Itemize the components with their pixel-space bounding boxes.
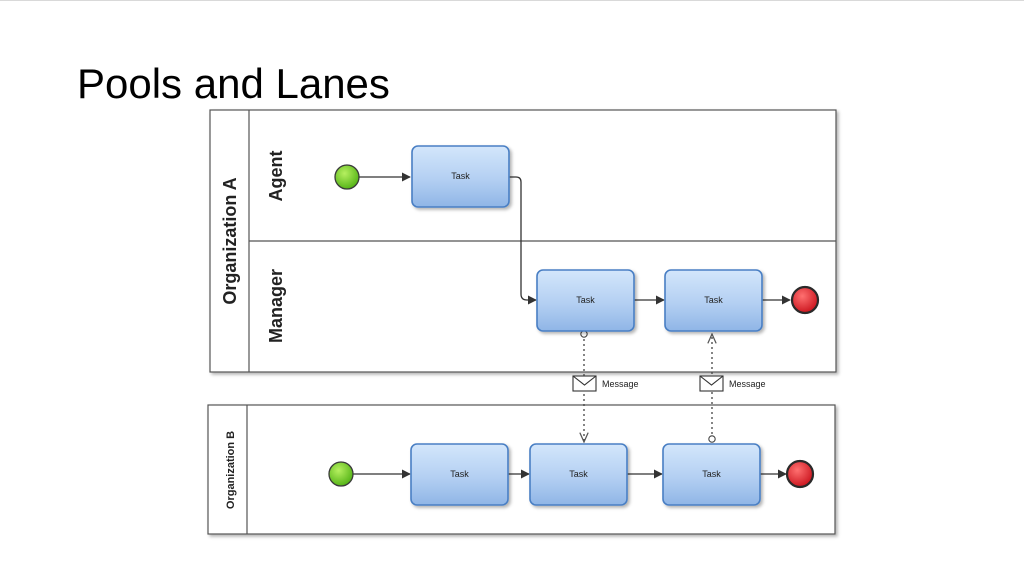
lane-manager-label: Manager — [266, 269, 286, 343]
slide-top-border — [0, 0, 1024, 1]
pool-b-label: Organization B — [225, 431, 237, 509]
message-1: Message — [572, 375, 639, 392]
task-agent-label: Task — [451, 171, 470, 181]
message-2: Message — [699, 375, 766, 392]
pool-a-label: Organization A — [220, 177, 240, 304]
end-event-a — [790, 285, 820, 315]
task-agent[interactable]: Task — [411, 145, 510, 208]
message-flows: Message Message — [572, 334, 766, 442]
task-b-1-label: Task — [450, 469, 469, 479]
task-b-3-label: Task — [702, 469, 721, 479]
task-b-2-label: Task — [569, 469, 588, 479]
message-1-label: Message — [602, 379, 639, 389]
pool-organization-a: Organization A Agent Manager — [209, 109, 837, 373]
slide-title: Pools and Lanes — [77, 60, 390, 107]
events — [328, 164, 820, 489]
lane-agent-label: Agent — [266, 151, 286, 202]
envelope-icon — [699, 375, 724, 392]
task-b-2[interactable]: Task — [529, 443, 628, 506]
flow-agent-to-manager-task — [509, 176, 537, 305]
envelope-icon — [572, 375, 597, 392]
tasks: Task Task Task Task Task Task — [410, 145, 763, 506]
start-event-b — [328, 461, 354, 487]
task-manager-2-label: Task — [704, 295, 723, 305]
task-b-3[interactable]: Task — [662, 443, 761, 506]
task-manager-1[interactable]: Task — [536, 269, 635, 332]
end-event-b — [785, 459, 815, 489]
message-2-label: Message — [729, 379, 766, 389]
task-b-1[interactable]: Task — [410, 443, 509, 506]
task-manager-1-label: Task — [576, 295, 595, 305]
task-manager-2[interactable]: Task — [664, 269, 763, 332]
start-event-a — [334, 164, 360, 190]
sequence-flows — [353, 172, 791, 479]
